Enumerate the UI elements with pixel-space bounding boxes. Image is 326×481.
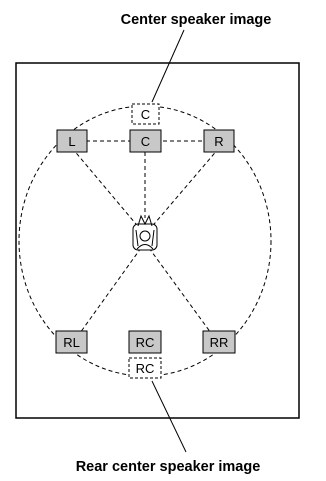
speaker-center — [129, 129, 162, 153]
speaker-right — [203, 129, 235, 153]
speaker-left — [56, 129, 88, 153]
line-right-to-listener — [148, 147, 220, 231]
center-speaker-image-caption: Center speaker image — [121, 12, 272, 28]
line-rearleft-to-listener — [79, 247, 142, 334]
speaker-rear-right — [202, 330, 236, 354]
speaker-left-label: L — [68, 134, 75, 149]
line-rearright-to-listener — [148, 247, 212, 334]
speaker-right-label: R — [214, 134, 223, 149]
center-speaker-image-label: C — [141, 107, 150, 122]
speaker-rear-left-label: RL — [63, 335, 80, 350]
rear-center-speaker-image-label: RC — [136, 361, 155, 376]
speaker-rear-center — [128, 330, 162, 354]
room-outline — [15, 62, 300, 419]
rear-center-speaker-image-caption: Rear center speaker image — [76, 459, 261, 475]
center-speaker-image-box — [131, 103, 160, 125]
speaker-rear-left — [55, 330, 88, 354]
listener-icon — [132, 214, 158, 251]
rear-center-image-pointer-line — [151, 380, 187, 453]
center-image-pointer-line — [151, 29, 185, 103]
speaker-rear-right-label: RR — [210, 335, 229, 350]
rear-center-speaker-image-box — [128, 357, 162, 379]
speaker-center-label: C — [141, 134, 150, 149]
speaker-rear-center-label: RC — [136, 335, 155, 350]
line-left-to-listener — [71, 147, 142, 231]
